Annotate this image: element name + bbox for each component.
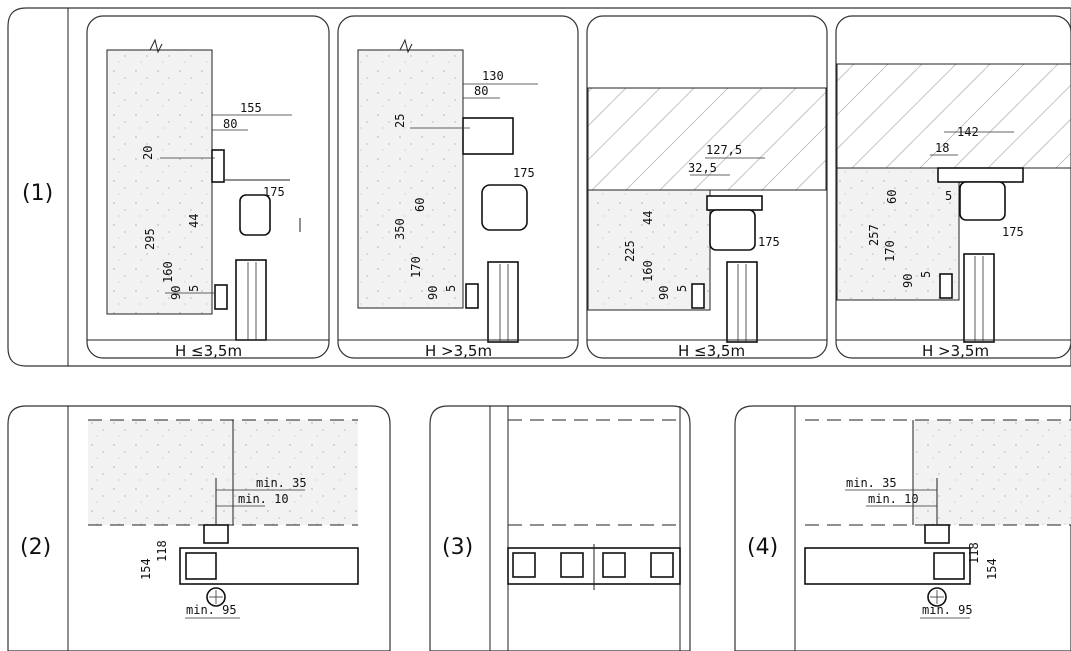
dim-label: 155	[240, 101, 262, 115]
dim-label: 175	[513, 166, 535, 180]
dim-label: 80	[223, 117, 237, 131]
detail-4: (4) min. 35 min. 10 118 154 min. 95	[734, 405, 1071, 651]
row-1-label: (1)	[22, 181, 53, 206]
panel-caption: H ≤3,5m	[678, 342, 745, 360]
detail-3: (3)	[429, 405, 691, 651]
panel-caption: H >3,5m	[922, 342, 989, 360]
dim-label: min. 95	[922, 603, 973, 617]
dim-label: 5	[919, 271, 933, 278]
dim-label: 295	[143, 228, 157, 250]
dim-label: 170	[409, 256, 423, 278]
row-4-label: (4)	[747, 535, 778, 560]
dim-label: 80	[474, 84, 488, 98]
dim-label: 154	[139, 558, 153, 580]
dim-label: 225	[623, 240, 637, 262]
dim-label: 90	[169, 286, 183, 300]
dim-label: 175	[758, 235, 780, 249]
dim-label: 5	[675, 285, 689, 292]
dim-label: min. 35	[846, 476, 897, 490]
dim-label: 90	[901, 274, 915, 288]
dim-label: 60	[885, 190, 899, 204]
panel-caption: H >3,5m	[425, 342, 492, 360]
dim-label: 25	[393, 114, 407, 128]
dim-label: 175	[263, 185, 285, 199]
dim-label: 154	[985, 558, 999, 580]
dim-label: min. 10	[868, 492, 919, 506]
dim-label: 5	[945, 189, 952, 203]
panel-4: 142 18 60 5 257 170 90 5 175 H >3,5m	[835, 15, 1071, 360]
dim-label: 142	[957, 125, 979, 139]
row-3-label: (3)	[442, 535, 473, 560]
dim-label: 44	[641, 211, 655, 225]
dim-label: min. 10	[238, 492, 289, 506]
row-1: (1) 155 80 20 175 44 295 160 90 5	[7, 7, 1071, 367]
dim-label: min. 35	[256, 476, 307, 490]
dim-label: 90	[657, 286, 671, 300]
dim-label: 118	[155, 540, 169, 562]
dim-label: 5	[444, 285, 458, 292]
dim-label: 18	[935, 141, 949, 155]
dim-label: 160	[641, 260, 655, 282]
dim-label: 170	[883, 240, 897, 262]
dim-label: 118	[967, 542, 981, 564]
detail-2: (2) min. 35 min. 10 154 118 min. 95	[7, 405, 391, 651]
dim-label: 60	[413, 198, 427, 212]
dim-label: 5	[187, 285, 201, 292]
row-2-label: (2)	[20, 535, 51, 560]
dim-label: 130	[482, 69, 504, 83]
dim-label: 350	[393, 218, 407, 240]
dim-label: 20	[141, 146, 155, 160]
dim-label: 90	[426, 286, 440, 300]
dim-label: 160	[161, 261, 175, 283]
dim-label: 175	[1002, 225, 1024, 239]
panel-1: 155 80 20 175 44 295 160 90 5 H ≤3,5m	[86, 15, 330, 360]
dim-label: 44	[187, 214, 201, 228]
dim-label: 127,5	[706, 143, 742, 157]
dim-label: 257	[867, 224, 881, 246]
panel-caption: H ≤3,5m	[175, 342, 242, 360]
panel-2: 130 80 25 175 60 350 170 90 5 H >3,5m	[337, 15, 579, 360]
dim-label: 32,5	[688, 161, 717, 175]
panel-3: 127,5 32,5 44 225 160 90 5 175 H ≤3,5m	[586, 15, 828, 360]
dim-label: min. 95	[186, 603, 237, 617]
